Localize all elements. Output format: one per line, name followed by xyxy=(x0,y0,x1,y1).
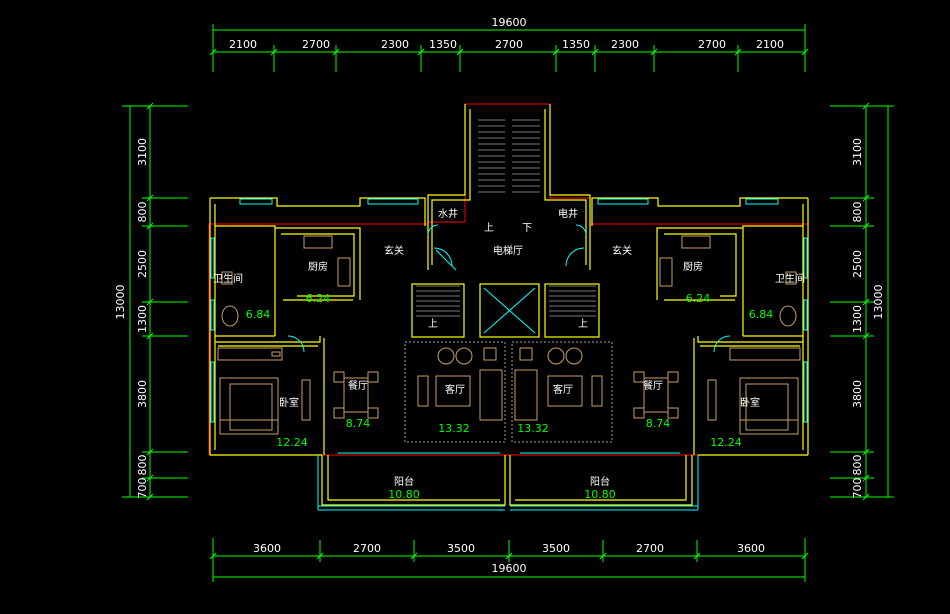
room-name: 餐厅 xyxy=(348,379,368,392)
bottom-dim-segment: 3600 xyxy=(253,542,281,555)
top-dim-segment: 2700 xyxy=(302,38,330,51)
top-dim-segment: 1350 xyxy=(429,38,457,51)
right-dim-segment: 800 xyxy=(851,202,864,223)
left-dim-segment: 800 xyxy=(136,202,149,223)
windows xyxy=(210,198,808,511)
room-area: 8.74 xyxy=(346,417,371,430)
left-dim-segment: 2500 xyxy=(136,250,149,278)
bottom-dim-segment: 3600 xyxy=(737,542,765,555)
top-dim-segment: 2700 xyxy=(698,38,726,51)
top-dim-segment: 1350 xyxy=(562,38,590,51)
balcony-area: 10.80 xyxy=(388,488,420,501)
elevator xyxy=(483,287,536,334)
room-name: 卧室 xyxy=(279,396,299,409)
room-name: 餐厅 xyxy=(643,379,663,392)
right-dim-segment: 800 xyxy=(851,455,864,476)
room-name: 玄关 xyxy=(612,244,632,257)
right-dim-segment: 3800 xyxy=(851,380,864,408)
top-dim-segment: 2300 xyxy=(611,38,639,51)
bottom-dim-segment: 3500 xyxy=(542,542,570,555)
room-area: 13.32 xyxy=(517,422,549,435)
bottom-dim-segment: 2700 xyxy=(636,542,664,555)
left-dim-segment: 700 xyxy=(136,478,149,499)
room-name: 卧室 xyxy=(740,396,760,409)
left-stair-up-label: 上 xyxy=(428,318,438,330)
balcony-area: 10.80 xyxy=(584,488,616,501)
room-name: 厨房 xyxy=(308,260,328,273)
water-shaft-label: 水井 xyxy=(438,207,458,220)
right-stair-up-label: 上 xyxy=(578,318,588,330)
room-area: 12.24 xyxy=(276,436,308,449)
room-name: 卫生间 xyxy=(213,272,243,285)
bottom-dim-segment: 3500 xyxy=(447,542,475,555)
left-total-dim: 13000 xyxy=(114,285,127,320)
electric-shaft-label: 电井 xyxy=(558,207,578,220)
right-dim-segment: 3100 xyxy=(851,138,864,166)
room-area: 8.74 xyxy=(646,417,671,430)
left-dim-segment: 800 xyxy=(136,455,149,476)
left-dim-segment: 3800 xyxy=(136,380,149,408)
room-name: 玄关 xyxy=(384,244,404,257)
room-name: 卫生间 xyxy=(775,272,805,285)
right-dim-segment: 1300 xyxy=(851,305,864,333)
room-name: 厨房 xyxy=(683,260,703,273)
right-dim-segment: 2500 xyxy=(851,250,864,278)
balcony-name: 阳台 xyxy=(590,475,610,488)
elevator-hall-label: 电梯厅 xyxy=(493,244,523,257)
furniture xyxy=(217,235,801,435)
top-total-dim: 19600 xyxy=(492,16,527,29)
room-area: 6.24 xyxy=(686,292,711,305)
bottom-dim-segment: 2700 xyxy=(353,542,381,555)
doors xyxy=(287,224,731,353)
room-name: 客厅 xyxy=(553,383,573,396)
top-dim-segment: 2100 xyxy=(756,38,784,51)
left-dim-segment: 1300 xyxy=(136,305,149,333)
left-dim-segment: 3100 xyxy=(136,138,149,166)
bottom-total-dim: 19600 xyxy=(492,562,527,575)
room-area: 12.24 xyxy=(710,436,742,449)
top-dim-segment: 2700 xyxy=(495,38,523,51)
right-total-dim: 13000 xyxy=(872,285,885,320)
right-dim-segment: 700 xyxy=(851,478,864,499)
balcony-name: 阳台 xyxy=(394,475,414,488)
stair-treads xyxy=(416,119,596,317)
stair-up-label: 上 xyxy=(484,222,494,234)
stair-down-label: 下 xyxy=(522,223,532,234)
living-zones xyxy=(404,341,613,443)
top-dim-segment: 2100 xyxy=(229,38,257,51)
top-dim-segment: 2300 xyxy=(381,38,409,51)
room-area: 13.32 xyxy=(438,422,470,435)
dimension-lines xyxy=(122,24,894,582)
room-area: 6.84 xyxy=(749,308,774,321)
room-area: 6.24 xyxy=(306,292,331,305)
walls xyxy=(209,104,809,506)
room-area: 6.84 xyxy=(246,308,271,321)
room-name: 客厅 xyxy=(445,383,465,396)
